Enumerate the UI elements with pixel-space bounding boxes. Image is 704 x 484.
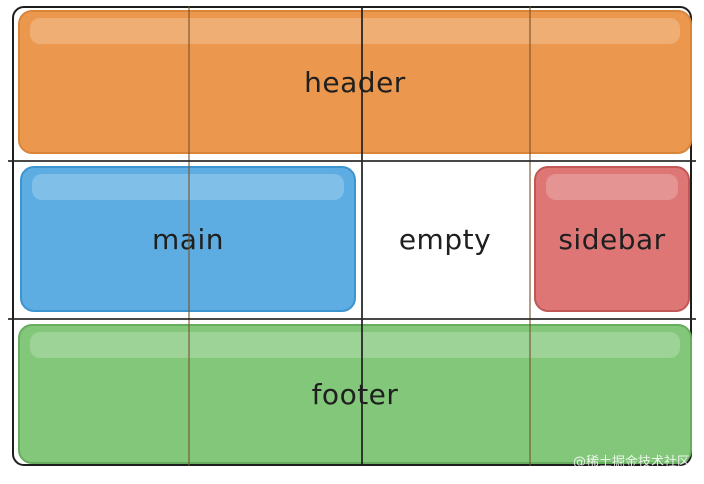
empty-area: empty [362,166,528,312]
sidebar-area: sidebar [534,166,690,312]
watermark-text: @稀土掘金技术社区 [572,455,690,470]
empty-label: empty [398,222,492,256]
footer-area: footer [18,324,692,464]
grid-line-column-1 [188,6,190,466]
header-area: header [18,10,692,154]
footer-label: footer [311,377,399,411]
grid-line-column-3 [529,6,531,466]
grid-line-column-2 [361,6,363,466]
main-label: main [152,222,224,256]
grid-line-row-1 [8,160,696,162]
grid-line-row-2 [8,318,696,320]
header-label: header [304,65,406,99]
sidebar-label: sidebar [558,222,666,256]
